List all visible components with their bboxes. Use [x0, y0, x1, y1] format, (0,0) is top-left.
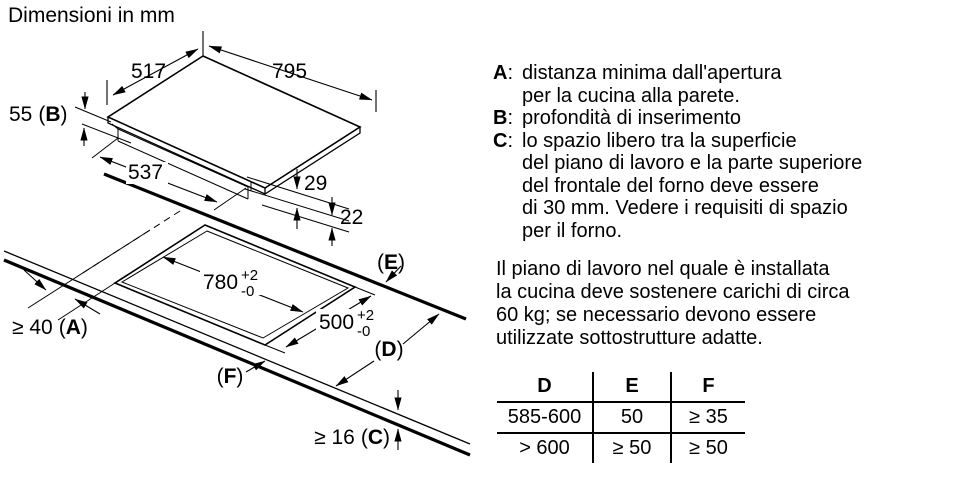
- paragraph-line: Il piano di lavoro nel quale è installat…: [496, 258, 830, 280]
- load-paragraph: Il piano di lavoro nel quale è installat…: [496, 258, 850, 350]
- dimension-780: 780 +2 -0: [162, 256, 304, 313]
- legend-text: per il forno.: [522, 219, 623, 242]
- table-cell: ≥ 35: [671, 402, 745, 434]
- worktop-front-edge: [3, 250, 471, 457]
- dimension-55-b-label: 55(B): [9, 103, 68, 126]
- legend-item-b: B: profondità di inserimento: [493, 107, 862, 130]
- legend-text: di 30 mm. Vedere i requisiti di spazio: [522, 197, 848, 219]
- legend-key-a: A:: [493, 62, 514, 84]
- dimension-500-tol-plus: +2: [357, 307, 374, 324]
- callout-e: (E): [377, 251, 405, 283]
- table-header-row: D E F: [497, 372, 745, 403]
- dimension-780-tol-plus: +2: [241, 267, 258, 284]
- dimension-780-tol-minus: -0: [241, 283, 254, 300]
- installation-table: D E F 585-600 50 ≥ 35 > 600 ≥ 50 ≥ 50: [497, 372, 745, 463]
- paragraph-line: utilizzate sottostrutture adatte.: [496, 327, 763, 349]
- table-cell: ≥ 50: [593, 433, 672, 463]
- legend-text: lo spazio libero tra la superficie: [522, 129, 797, 152]
- dimension-517-label: 517: [131, 60, 166, 83]
- dimension-29-label: 29: [304, 172, 327, 195]
- legend-key-b: B:: [493, 107, 514, 129]
- dimension-500-label: 500: [319, 311, 354, 334]
- table-row: > 600 ≥ 50 ≥ 50: [497, 433, 745, 463]
- table-cell: ≥ 50: [689, 437, 728, 459]
- callout-e-label: (E): [377, 251, 405, 274]
- dimension-500-tol-minus: -0: [357, 323, 370, 340]
- legend-item-a: A: distanza minima dall'apertura per la …: [493, 62, 862, 107]
- table-header-e: E: [593, 372, 672, 403]
- dimension-537-label: 537: [128, 161, 163, 184]
- legend-key-c: C:: [493, 129, 514, 152]
- installation-diagram: 517 795 55(B) 537 2: [3, 31, 471, 457]
- table-cell: 50: [593, 402, 672, 434]
- paragraph-line: la cucina deve sostenere carichi di circ…: [496, 281, 850, 303]
- callout-d: (D): [335, 313, 440, 387]
- legend-text: distanza minima dall'apertura: [522, 62, 782, 84]
- dimension-780-label: 780: [203, 271, 238, 294]
- page-title: Dimensioni in mm: [8, 4, 175, 27]
- dimension-29-22: 29 22: [244, 169, 363, 246]
- dimension-517: 517: [106, 31, 204, 105]
- table-header-d: D: [497, 372, 594, 403]
- legend: A: distanza minima dall'apertura per la …: [493, 62, 862, 242]
- table-cell: > 600: [497, 433, 594, 463]
- legend-text: del frontale del forno deve essere: [522, 174, 819, 197]
- legend-item-c: C: lo spazio libero tra la superficie de…: [493, 130, 862, 243]
- table-row: 585-600 50 ≥ 35: [497, 402, 745, 434]
- table-cell: 585-600: [497, 402, 594, 434]
- callout-d-label: (D): [374, 338, 403, 361]
- dimension-795: 795: [208, 45, 377, 112]
- dimension-min40-a-label: ≥ 40(A): [12, 316, 88, 339]
- paragraph-line: 60 kg; se necessario devono essere: [496, 304, 817, 326]
- dimension-22-label: 22: [340, 206, 363, 229]
- dimension-min16-c: ≥ 16(C): [314, 390, 402, 450]
- dimension-795-label: 795: [272, 60, 307, 83]
- legend-text: del piano di lavoro e la parte superiore: [522, 152, 863, 174]
- legend-text: per la cucina alla parete.: [522, 84, 740, 107]
- dimension-537: 537: [91, 137, 247, 211]
- dimension-min16-c-label: ≥ 16(C): [314, 426, 390, 449]
- dimension-500: 500 +2 -0: [264, 286, 378, 354]
- callout-f-label: (F): [217, 365, 244, 388]
- dimension-55-b: 55(B): [9, 92, 132, 146]
- dimension-min40-a: ≥ 40(A): [12, 229, 151, 339]
- table-header-f: F: [671, 372, 745, 403]
- legend-text: profondità di inserimento: [522, 107, 742, 129]
- callout-f: (F): [217, 360, 266, 388]
